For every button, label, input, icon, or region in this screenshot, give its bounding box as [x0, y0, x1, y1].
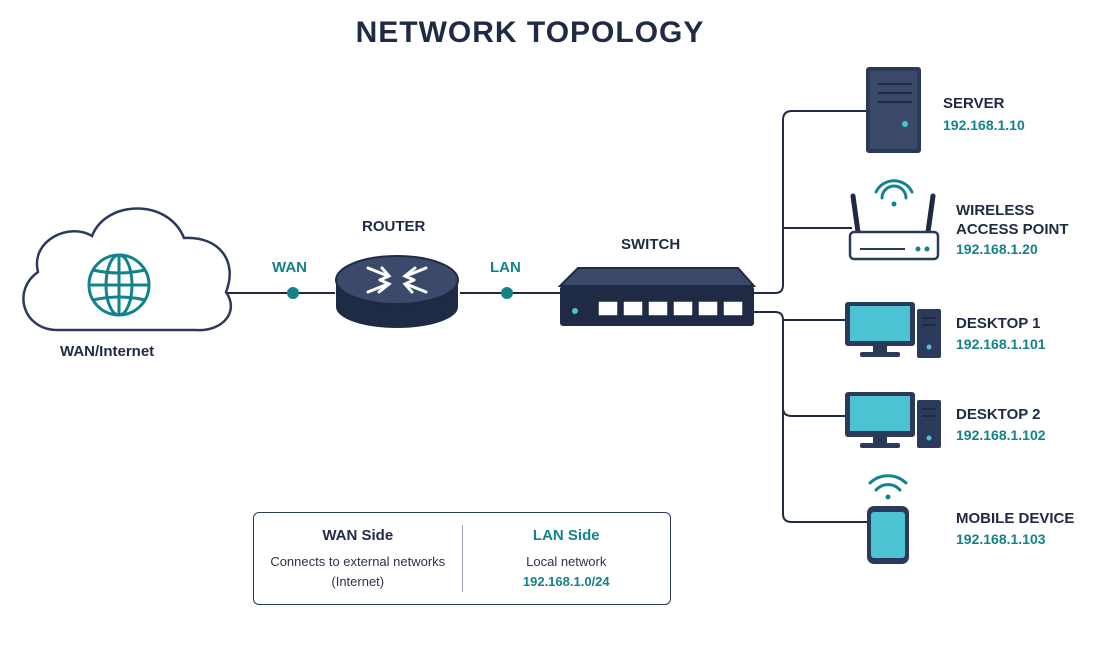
device-name-access-point: WIRELESS ACCESS POINT	[956, 202, 1069, 238]
legend-wan-heading: WAN Side	[322, 527, 394, 544]
link-desktop-2	[782, 320, 845, 417]
device-ip-desktop-1: 192.168.1.101	[956, 336, 1046, 352]
legend-wan-line-1: Connects to external networks	[270, 554, 446, 569]
switch-label: SWITCH	[621, 236, 681, 253]
device-ip-desktop-2: 192.168.1.102	[956, 427, 1046, 443]
internet-label: WAN/Internet	[60, 343, 155, 360]
device-name-desktop-1: DESKTOP 1	[956, 315, 1041, 332]
server-icon	[866, 67, 921, 153]
lan-port-dot	[501, 287, 513, 299]
wan-port-dot	[287, 287, 299, 299]
legend-wan-column: WAN Side Connects to external networks (…	[254, 513, 462, 604]
access-point-icon	[848, 193, 940, 261]
legend-lan-line-2: 192.168.1.0/24	[522, 574, 610, 589]
legend-wan-line-2: (Internet)	[331, 574, 385, 589]
switch-icon	[557, 267, 757, 326]
router-label: ROUTER	[362, 218, 426, 235]
desktop-1-icon	[845, 302, 941, 358]
lan-port-label: LAN	[490, 259, 521, 276]
wifi-icon	[874, 179, 914, 207]
legend-lan-heading: LAN Side	[532, 527, 600, 544]
wan-port-label: WAN	[272, 259, 307, 276]
router-icon	[335, 255, 459, 328]
legend-divider	[461, 525, 463, 592]
mobile-device-icon	[867, 506, 909, 564]
connection-lines	[226, 110, 867, 523]
link-server	[752, 110, 866, 294]
device-name-mobile: MOBILE DEVICE	[956, 510, 1075, 527]
device-ip-server: 192.168.1.10	[943, 117, 1025, 133]
link-desktop-1	[752, 311, 845, 321]
mobile-wifi-icon	[868, 474, 908, 500]
cloud-icon	[22, 207, 233, 332]
device-ip-access-point: 192.168.1.20	[956, 241, 1038, 257]
desktop-2-icon	[845, 392, 941, 448]
link-mobile	[782, 408, 867, 523]
device-name-desktop-2: DESKTOP 2	[956, 406, 1041, 423]
legend-lan-line-1: Local network	[526, 554, 607, 569]
globe-icon	[87, 253, 151, 317]
legend-lan-column: LAN Side Local network 192.168.1.0/24	[463, 513, 671, 604]
diagram-title: NETWORK TOPOLOGY	[355, 16, 705, 49]
legend-box: WAN Side Connects to external networks (…	[253, 512, 671, 605]
device-name-server: SERVER	[943, 95, 1005, 112]
device-ip-mobile: 192.168.1.103	[956, 531, 1046, 547]
